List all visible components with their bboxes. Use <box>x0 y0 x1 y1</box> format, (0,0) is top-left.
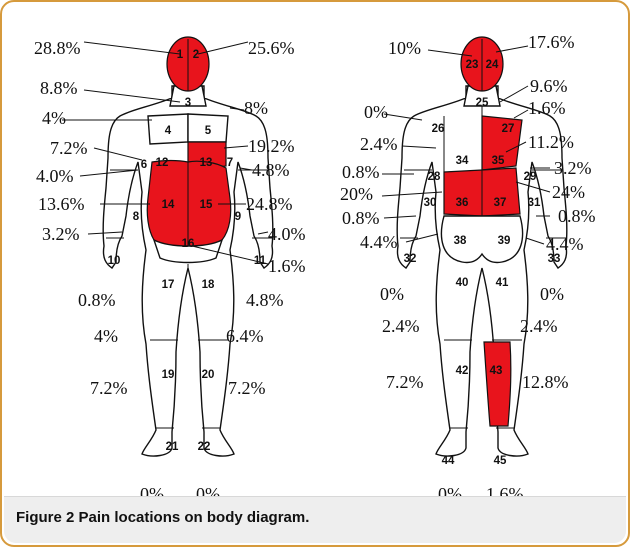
pct-region-24: 17.6% <box>528 32 575 52</box>
pct-region-23: 10% <box>388 38 421 58</box>
back-region-label-25: 25 <box>476 97 489 109</box>
front-region-label-3: 3 <box>185 97 191 109</box>
pct-region-42: 7.2% <box>386 372 424 392</box>
pct-region-38: 4.4% <box>360 232 398 252</box>
front-region-label-11: 11 <box>254 255 267 267</box>
back-region-label-37: 37 <box>494 197 507 209</box>
front-region-label-21: 21 <box>166 441 179 453</box>
back-region-label-40: 40 <box>456 277 469 289</box>
pct-region-34: 2.4% <box>360 134 398 154</box>
back-region-label-45: 45 <box>494 455 507 467</box>
pct-region-14: 13.6% <box>38 194 85 214</box>
leader-17 <box>500 86 528 102</box>
back-region-label-28: 28 <box>428 171 441 183</box>
front-region-label-4: 4 <box>165 125 172 137</box>
back-region-label-38: 38 <box>454 235 467 247</box>
leader-16 <box>496 46 528 52</box>
pct-region-26: 0% <box>364 102 388 122</box>
pct-region-16: 1.6% <box>268 256 306 276</box>
back-region-label-26: 26 <box>432 123 445 135</box>
front-region-label-14: 14 <box>162 199 175 211</box>
pct-region-29: 3.2% <box>554 158 592 178</box>
back-region-label-32: 32 <box>404 253 417 265</box>
front-region-label-13: 13 <box>200 157 213 169</box>
front-region-label-2: 2 <box>193 49 199 61</box>
pct-region-35: 11.2% <box>528 132 574 152</box>
pct-region-27: 1.6% <box>528 98 566 118</box>
pct-region-25: 9.6% <box>530 76 568 96</box>
front-region-label-8: 8 <box>133 211 140 223</box>
figure-caption: Figure 2 Pain locations on body diagram. <box>16 509 309 526</box>
front-region-label-5: 5 <box>205 125 212 137</box>
pct-region-39: 4.4% <box>546 234 584 254</box>
front-region-label-17: 17 <box>162 279 175 291</box>
back-region-label-35: 35 <box>492 155 505 167</box>
figure-caption-text: Pain locations on body diagram. <box>79 509 310 526</box>
front-region-label-18: 18 <box>202 279 215 291</box>
pct-region-17: 4% <box>94 326 118 346</box>
front-region-label-10: 10 <box>108 255 121 267</box>
back-region-label-41: 41 <box>496 277 509 289</box>
leader-29 <box>526 238 544 244</box>
back-region-label-43: 43 <box>490 365 503 377</box>
back-region-label-42: 42 <box>456 365 469 377</box>
pct-region-3: 8.8% <box>40 78 78 98</box>
front-region-label-15: 15 <box>200 199 213 211</box>
caption-bar: Figure 2 Pain locations on body diagram. <box>4 496 626 543</box>
back-region-label-30: 30 <box>424 197 437 209</box>
back-region-label-44: 44 <box>442 455 455 467</box>
pct-region-43: 12.8% <box>522 372 569 392</box>
back-region-label-33: 33 <box>548 253 561 265</box>
pct-region-8: 3.2% <box>42 224 80 244</box>
pct-region-33: 0% <box>540 284 564 304</box>
front-region-label-9: 9 <box>235 211 241 223</box>
pct-region-32: 0% <box>380 284 404 304</box>
pct-region-6: 4.0% <box>36 166 74 186</box>
pct-region-5: 8% <box>244 98 268 118</box>
pct-region-15: 24.8% <box>246 194 293 214</box>
pct-region-28: 0.8% <box>342 162 380 182</box>
front-region-label-22: 22 <box>198 441 211 453</box>
back-region-label-39: 39 <box>498 235 511 247</box>
back-region-label-29: 29 <box>524 171 537 183</box>
pct-region-12: 7.2% <box>50 138 88 158</box>
pct-region-37: 24% <box>552 182 585 202</box>
pct-region-19: 7.2% <box>90 378 128 398</box>
figure-label: Figure 2 <box>16 509 74 526</box>
back-region-43-shape <box>484 342 511 426</box>
pct-region-40: 2.4% <box>382 316 420 336</box>
pct-region-36: 20% <box>340 184 373 204</box>
front-region-label-12: 12 <box>156 157 169 169</box>
leader-1 <box>84 42 180 54</box>
pct-hand-left: 0.8% <box>78 290 116 310</box>
front-region-label-6: 6 <box>141 159 147 171</box>
pct-region-4: 4% <box>42 108 66 128</box>
pct-region-20: 7.2% <box>228 378 266 398</box>
pct-region-7: 4.8% <box>252 160 290 180</box>
pct-region-31: 0.8% <box>558 206 596 226</box>
back-region-label-34: 34 <box>456 155 469 167</box>
front-region-label-7: 7 <box>227 157 233 169</box>
pct-region-30: 0.8% <box>342 208 380 228</box>
pct-region-18: 6.4% <box>226 326 264 346</box>
pct-region-9: 4.0% <box>268 224 306 244</box>
back-region-label-27: 27 <box>502 123 515 135</box>
back-region-label-24: 24 <box>486 59 499 71</box>
pct-region-41: 2.4% <box>520 316 558 336</box>
pct-region-2: 25.6% <box>248 38 295 58</box>
back-region-label-23: 23 <box>466 59 479 71</box>
pct-hand-right: 4.8% <box>246 290 284 310</box>
leader-3 <box>84 90 180 102</box>
front-region-label-20: 20 <box>202 369 215 381</box>
pct-region-13: 19.2% <box>248 136 295 156</box>
back-region-label-31: 31 <box>528 197 541 209</box>
front-region-label-16: 16 <box>182 238 195 250</box>
back-region-label-36: 36 <box>456 197 469 209</box>
front-region-label-19: 19 <box>162 369 175 381</box>
pct-region-1: 28.8% <box>34 38 81 58</box>
front-region-label-1: 1 <box>177 49 184 61</box>
